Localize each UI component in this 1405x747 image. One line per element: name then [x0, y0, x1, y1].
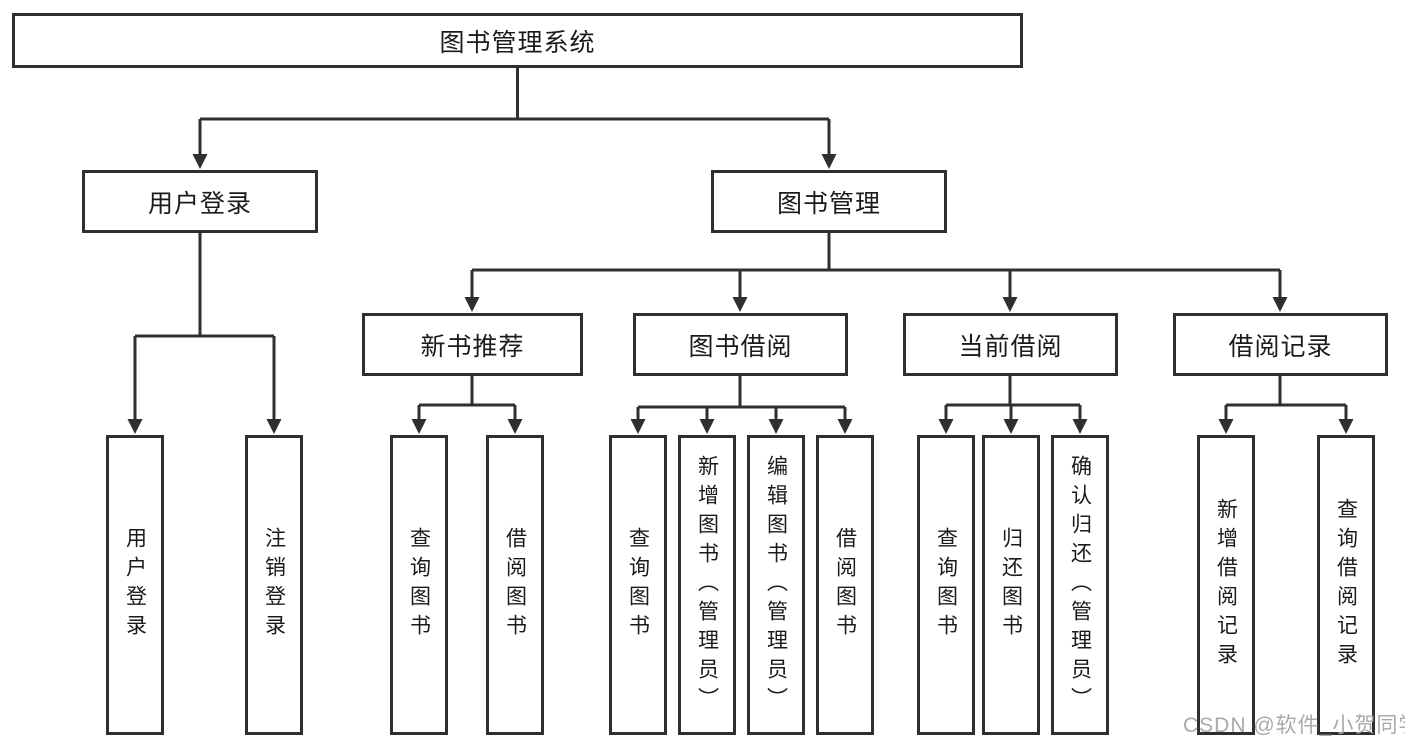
- connector-userlogin-to-leaves: [133, 233, 276, 421]
- connector-borrow-to-leaves: [636, 376, 847, 421]
- connector-root-to-level2: [198, 68, 831, 156]
- leaf-return-books-label: 归还图书: [999, 527, 1023, 643]
- leaf-query-books-current: 查询图书: [917, 435, 975, 735]
- leaf-borrow-books-newbook-label: 借阅图书: [503, 527, 527, 643]
- leaf-query-books-current-label: 查询图书: [934, 527, 958, 643]
- leaf-add-borrow-record-label: 新增借阅记录: [1214, 498, 1238, 672]
- node-book-borrowing: 图书借阅: [633, 313, 848, 376]
- leaf-query-borrow-record: 查询借阅记录: [1317, 435, 1375, 735]
- node-library-management-system: 图书管理系统: [12, 13, 1023, 68]
- node-book-management: 图书管理: [711, 170, 947, 233]
- node-borrowing-records: 借阅记录: [1173, 313, 1388, 376]
- leaf-confirm-return-admin: 确认归还（管理员）: [1051, 435, 1109, 735]
- leaf-logout-label: 注销登录: [262, 527, 286, 643]
- leaf-borrow-books-borrow: 借阅图书: [816, 435, 874, 735]
- leaf-user-login-label: 用户登录: [123, 527, 147, 643]
- leaf-add-borrow-record: 新增借阅记录: [1197, 435, 1255, 735]
- leaf-borrow-books-borrow-label: 借阅图书: [833, 527, 857, 643]
- leaf-edit-books-admin: 编辑图书（管理员）: [747, 435, 805, 735]
- node-user-login: 用户登录: [82, 170, 318, 233]
- leaf-query-books-borrow-label: 查询图书: [626, 527, 650, 643]
- leaf-confirm-return-admin-label: 确认归还（管理员）: [1068, 454, 1092, 716]
- node-current-borrowing: 当前借阅: [903, 313, 1118, 376]
- leaf-return-books: 归还图书: [982, 435, 1040, 735]
- csdn-watermark: CSDN @软件_小贺同学: [1183, 714, 1405, 737]
- connector-current-to-leaves: [944, 376, 1082, 421]
- leaf-query-borrow-record-label: 查询借阅记录: [1334, 498, 1358, 672]
- leaf-query-books-newbook-label: 查询图书: [407, 527, 431, 643]
- leaf-user-login: 用户登录: [106, 435, 164, 735]
- leaf-logout: 注销登录: [245, 435, 303, 735]
- leaf-query-books-borrow: 查询图书: [609, 435, 667, 735]
- arrowheads: [127, 154, 1354, 434]
- leaf-edit-books-admin-label: 编辑图书（管理员）: [764, 454, 788, 716]
- node-new-book-recommendation: 新书推荐: [362, 313, 583, 376]
- leaf-add-books-admin-label: 新增图书（管理员）: [695, 454, 719, 716]
- connector-newbook-to-leaves: [417, 376, 517, 421]
- connector-bookmgmt-to-level3: [470, 233, 1282, 299]
- connector-records-to-leaves: [1224, 376, 1348, 421]
- leaf-query-books-newbook: 查询图书: [390, 435, 448, 735]
- leaf-add-books-admin: 新增图书（管理员）: [678, 435, 736, 735]
- leaf-borrow-books-newbook: 借阅图书: [486, 435, 544, 735]
